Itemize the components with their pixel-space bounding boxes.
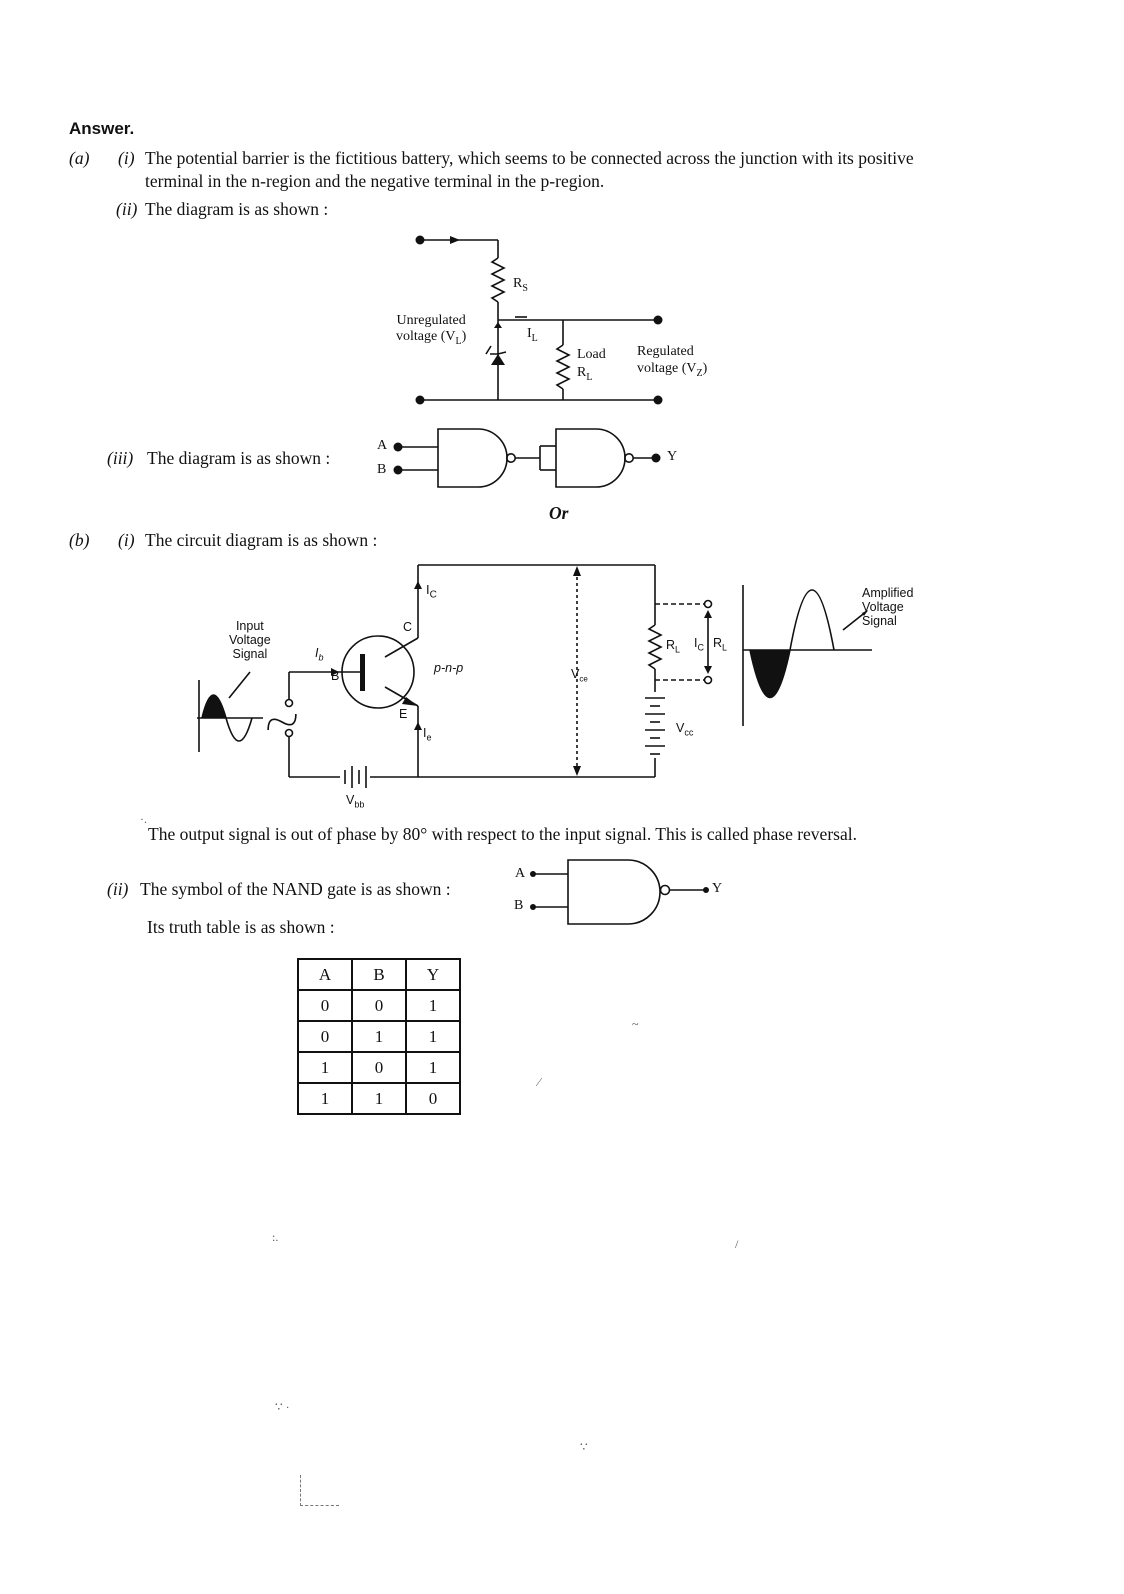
table-row: 0 0 1 [297,989,461,1022]
part-a-i-line1: The potential barrier is the fictitious … [145,148,914,168]
nand-input-b: B [514,898,524,913]
table-row: 1 0 1 [297,1051,461,1084]
zener-rs-label: RS [513,276,528,294]
part-b-ii-text: The symbol of the NAND gate is as shown … [140,879,451,899]
unregulated-voltage-label: Unregulated voltage (VL) [396,313,467,347]
table-cell: 1 [405,989,461,1022]
table-cell: 0 [351,989,407,1022]
scan-speck: ∵ [580,1440,588,1454]
part-a-iii-text: The diagram is as shown : [147,448,331,468]
or-text: Or [549,503,569,523]
and-input-a: A [377,438,388,453]
part-a-label: (a) [69,148,90,168]
table-header-b: B [351,958,407,991]
ib-label: Ib [315,646,324,663]
part-b-label: (b) [69,530,90,550]
scan-speck [300,1475,339,1506]
part-a-i-label: (i) [118,148,135,168]
scan-speck: / [735,1237,739,1251]
scan-speck: ∕ [538,1075,541,1089]
table-cell: 0 [405,1082,461,1115]
table-cell: 1 [405,1051,461,1084]
table-cell: 1 [297,1082,353,1115]
part-a-ii-label: (ii) [116,199,138,219]
regulated-voltage-label: Regulated voltage (VZ) [637,344,708,379]
base-label: B [331,669,340,683]
ic-rl-r-label: RL [713,636,728,653]
collector-label: C [403,620,413,634]
table-cell: 0 [297,1020,353,1053]
and-input-b: B [377,462,387,477]
table-row: 1 1 0 [297,1082,461,1115]
part-a-iii-label: (iii) [107,448,134,468]
table-header-row: A B Y [297,958,461,991]
scan-speck: ~ [632,1017,639,1031]
input-signal-label: Input Voltage Signal [229,619,271,661]
nand-input-a: A [515,866,526,881]
table-header-a: A [297,958,353,991]
answer-heading: Answer. [69,119,135,138]
pnp-label: p-n-p [434,661,464,675]
vce-label: Vce [571,667,588,684]
part-a-ii-text: The diagram is as shown : [145,199,329,219]
vbb-label: Vbb [346,793,365,810]
table-row: 0 1 1 [297,1020,461,1053]
load-rl-label: Load RL [577,347,606,383]
scan-speck: ∵ · [275,1400,290,1414]
truth-table-intro: Its truth table is as shown : [147,917,335,937]
and-output-y: Y [667,449,678,464]
nand-truth-table: A B Y 0 0 1 0 1 1 1 0 1 1 1 0 [297,958,461,1115]
zener-il-label: IL [527,326,538,344]
phase-reversal-text: The output signal is out of phase by 80°… [148,824,857,844]
table-cell: 1 [297,1051,353,1084]
part-a-i-line2: terminal in the n-region and the negativ… [145,171,605,191]
table-cell: 1 [351,1020,407,1053]
amplified-signal-label: Amplified Voltage Signal [862,586,914,628]
ic-rl-label: IC [694,636,704,653]
part-b-i-label: (i) [118,530,135,550]
rl-label: RL [666,638,681,655]
table-header-y: Y [405,958,461,991]
table-cell: 1 [405,1020,461,1053]
table-cell: 0 [297,989,353,1022]
nand-output-y: Y [712,881,723,896]
vcc-label: Vcc [676,721,694,738]
part-b-i-text: The circuit diagram is as shown : [145,530,378,550]
part-b-ii-label: (ii) [107,879,129,899]
scan-speck: :. [272,1230,279,1244]
emitter-label: E [399,707,408,721]
scan-speck: ·. [140,812,147,826]
table-cell: 1 [351,1082,407,1115]
table-cell: 0 [351,1051,407,1084]
ic-label: IC [426,582,437,601]
ie-label: Ie [423,726,432,743]
